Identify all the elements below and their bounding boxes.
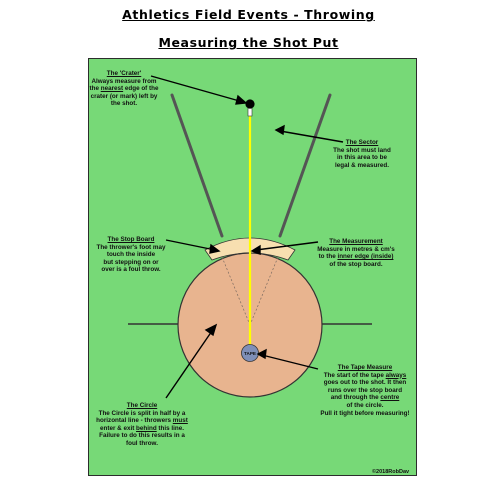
arrow-tape-measure-head [256,348,267,360]
tape-line4a: and through the [330,394,381,402]
sector-heading: The Sector [345,139,379,146]
circle-heading: The Circle [126,402,158,409]
arrow-crater [150,75,244,103]
arrow-sector-head [274,124,285,136]
arrow-measurement-head [250,244,261,256]
measurement-line1: Measure in metres & cm's [317,245,395,253]
measurement-label: The Measurement Measure in metres & cm's… [311,238,401,268]
arrow-sector [279,130,344,143]
circle-line5: foul throw. [126,439,158,447]
arrow-circle [165,327,215,399]
stop-board-line2: touch the inside [106,251,156,259]
copyright: ©2018RobDav [372,469,410,475]
stop-board-label: The Stop Board The thrower's foot may to… [90,236,172,274]
arrow-crater-head [235,94,248,105]
measurement-line2a: to the [318,253,338,261]
measurement-line2u: inner edge (inside) [337,253,394,261]
stop-board-line3: but stepping on or [103,258,159,266]
tape-line4u: centre [380,394,400,402]
sector-extension-right [249,256,279,326]
sector-line2: in this area to be [336,154,388,162]
arrow-circle-head [204,323,218,337]
tape-line1a: The start of the tape [323,371,386,379]
crater-mark [247,107,253,117]
sector-line-right [278,93,332,238]
sector-line3: legal & measured. [335,161,389,169]
circle-line3b: this line. [156,424,184,432]
stop-board-line1: The thrower's foot may [96,243,166,251]
arrow-stop-board [165,239,216,251]
circle-line4: Failure to do this results in a [99,432,185,440]
tape-line5: of the circle. [346,401,384,409]
shot-ball [245,99,255,109]
circle-line3u: behind [136,424,157,432]
page-subtitle: Measuring the Shot Put [158,35,339,50]
tape-measure-heading: The Tape Measure [337,364,393,371]
page-title: Athletics Field Events - Throwing [122,7,375,22]
arrow-measurement [255,241,319,251]
tape-line6: Pull it tight before measuring! [320,409,410,417]
arrow-tape-measure [261,354,319,370]
crater-line1: Always measure from [91,77,157,85]
crater-label: The 'Crater' Always measure from the nea… [86,70,162,108]
sector-label: The Sector The shot must land in this ar… [326,139,398,169]
crater-line2b: edge of the [123,85,159,93]
arrow-stop-board-head [209,243,221,254]
circle-label: The Circle The Circle is split in half b… [90,402,194,448]
crater-heading: The 'Crater' [106,70,142,77]
measurement-heading: The Measurement [329,238,383,245]
crater-line3: crater (or mark) left by [90,92,158,100]
tape-line2: goes out to the shot. It then [323,379,407,387]
sector-line1: The shot must land [333,146,391,154]
crater-line2a: the [89,85,101,93]
tape-line1u: always [385,371,407,379]
circle-line2u: must [172,417,188,425]
tape-badge-label: TAPE [244,351,256,356]
crater-line4: the shot. [110,100,138,108]
circle-line3a: enter & exit [100,424,137,432]
crater-line2u: nearest [100,85,124,93]
stop-board-heading: The Stop Board [107,236,155,243]
circle-line1: The Circle is split in half by a [98,409,186,417]
measurement-line3: of the stop board. [329,260,383,268]
stop-board-line4: over is a foul throw. [101,266,161,274]
sector-extension-left [221,256,251,326]
sector-line-left [170,93,224,238]
circle-line2a: horizontal line - throwers [96,417,173,425]
tape-measure-label: The Tape Measure The start of the tape a… [313,364,417,417]
tape-line3: runs over the stop board [327,386,403,394]
